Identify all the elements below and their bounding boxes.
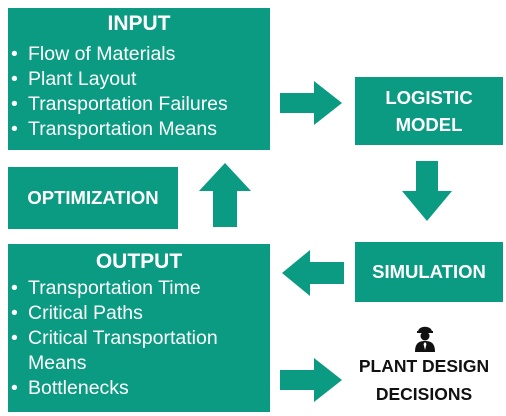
decisions-line2: DECISIONS — [375, 384, 473, 404]
output-item-critical-transportation: Critical Transportation — [8, 326, 270, 351]
input-item-transportation-failures: Transportation Failures — [8, 92, 270, 117]
input-list: Flow of Materials Plant Layout Transport… — [8, 42, 270, 142]
simulation-label: SIMULATION — [372, 261, 486, 282]
output-list: Transportation Time Critical Paths Criti… — [8, 276, 270, 401]
output-item-critical-paths: Critical Paths — [8, 301, 270, 326]
arrow-left-icon — [282, 250, 344, 296]
person-icon — [415, 326, 435, 352]
arrow-up-icon — [199, 163, 251, 227]
logistic-model-line2: MODEL — [395, 114, 463, 135]
arrow-right-icon — [280, 81, 342, 125]
input-item-flow-of-materials: Flow of Materials — [8, 42, 270, 67]
output-item-transportation-time: Transportation Time — [8, 276, 270, 301]
arrow-right-decisions-icon — [280, 358, 342, 402]
output-box: OUTPUT Transportation Time Critical Path… — [8, 244, 270, 412]
logistic-model-line1: LOGISTIC — [385, 87, 473, 108]
optimization-label: OPTIMIZATION — [27, 187, 159, 208]
input-item-transportation-means: Transportation Means — [8, 117, 270, 142]
output-item-bottlenecks: Bottlenecks — [8, 376, 270, 401]
plant-design-decisions-label: PLANT DESIGN DECISIONS — [345, 352, 503, 408]
output-title: OUTPUT — [95, 250, 183, 273]
output-item-means-continuation: Means — [28, 352, 87, 374]
decisions-line1: PLANT DESIGN — [358, 356, 490, 376]
input-title: INPUT — [107, 12, 171, 35]
input-item-plant-layout: Plant Layout — [8, 67, 270, 92]
optimization-box: OPTIMIZATION — [8, 167, 178, 229]
simulation-box: SIMULATION — [355, 242, 503, 302]
input-box: INPUT Flow of Materials Plant Layout Tra… — [8, 8, 270, 150]
arrow-down-icon — [402, 161, 452, 221]
logistic-model-label: LOGISTIC MODEL — [355, 84, 503, 138]
logistic-model-box: LOGISTIC MODEL — [355, 77, 503, 145]
